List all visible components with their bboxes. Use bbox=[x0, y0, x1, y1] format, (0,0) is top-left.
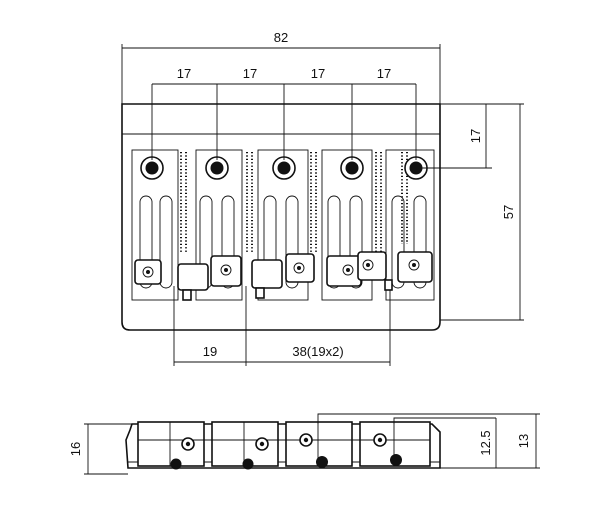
label-screw-spacing-left: 19 bbox=[203, 344, 217, 359]
dim-hole-offset: 17 bbox=[420, 103, 492, 169]
dim-string-spacing: 17 17 17 17 bbox=[151, 66, 417, 160]
dim-overall-width: 82 bbox=[121, 30, 441, 104]
label-spacing-2: 17 bbox=[243, 66, 257, 81]
saddle-columns bbox=[131, 149, 435, 301]
label-spacing-3: 17 bbox=[311, 66, 325, 81]
dim-overall-height: 57 bbox=[440, 103, 524, 321]
dim-saddle-height-a: 12.5 bbox=[440, 418, 500, 469]
label-saddle-height-a: 12.5 bbox=[478, 430, 493, 455]
side-view: 16 12.5 13 bbox=[68, 413, 540, 475]
label-overall-width: 82 bbox=[274, 30, 288, 45]
top-view: 82 17 17 17 17 17 57 bbox=[121, 30, 524, 366]
label-spacing-1: 17 bbox=[177, 66, 191, 81]
label-hole-offset: 17 bbox=[468, 129, 483, 143]
side-saddles bbox=[137, 421, 431, 470]
label-total-height: 16 bbox=[68, 442, 83, 456]
label-spacing-4: 17 bbox=[377, 66, 391, 81]
dim-saddle-height-b: 13 bbox=[496, 413, 540, 469]
label-saddle-height-b: 13 bbox=[516, 434, 531, 448]
label-overall-height: 57 bbox=[501, 205, 516, 219]
string-holes bbox=[140, 156, 428, 180]
dim-screw-spacing: 19 38(19x2) bbox=[173, 286, 391, 366]
label-screw-spacing-right: 38(19x2) bbox=[292, 344, 343, 359]
dim-total-height: 16 bbox=[68, 423, 132, 475]
saddles bbox=[134, 251, 433, 301]
